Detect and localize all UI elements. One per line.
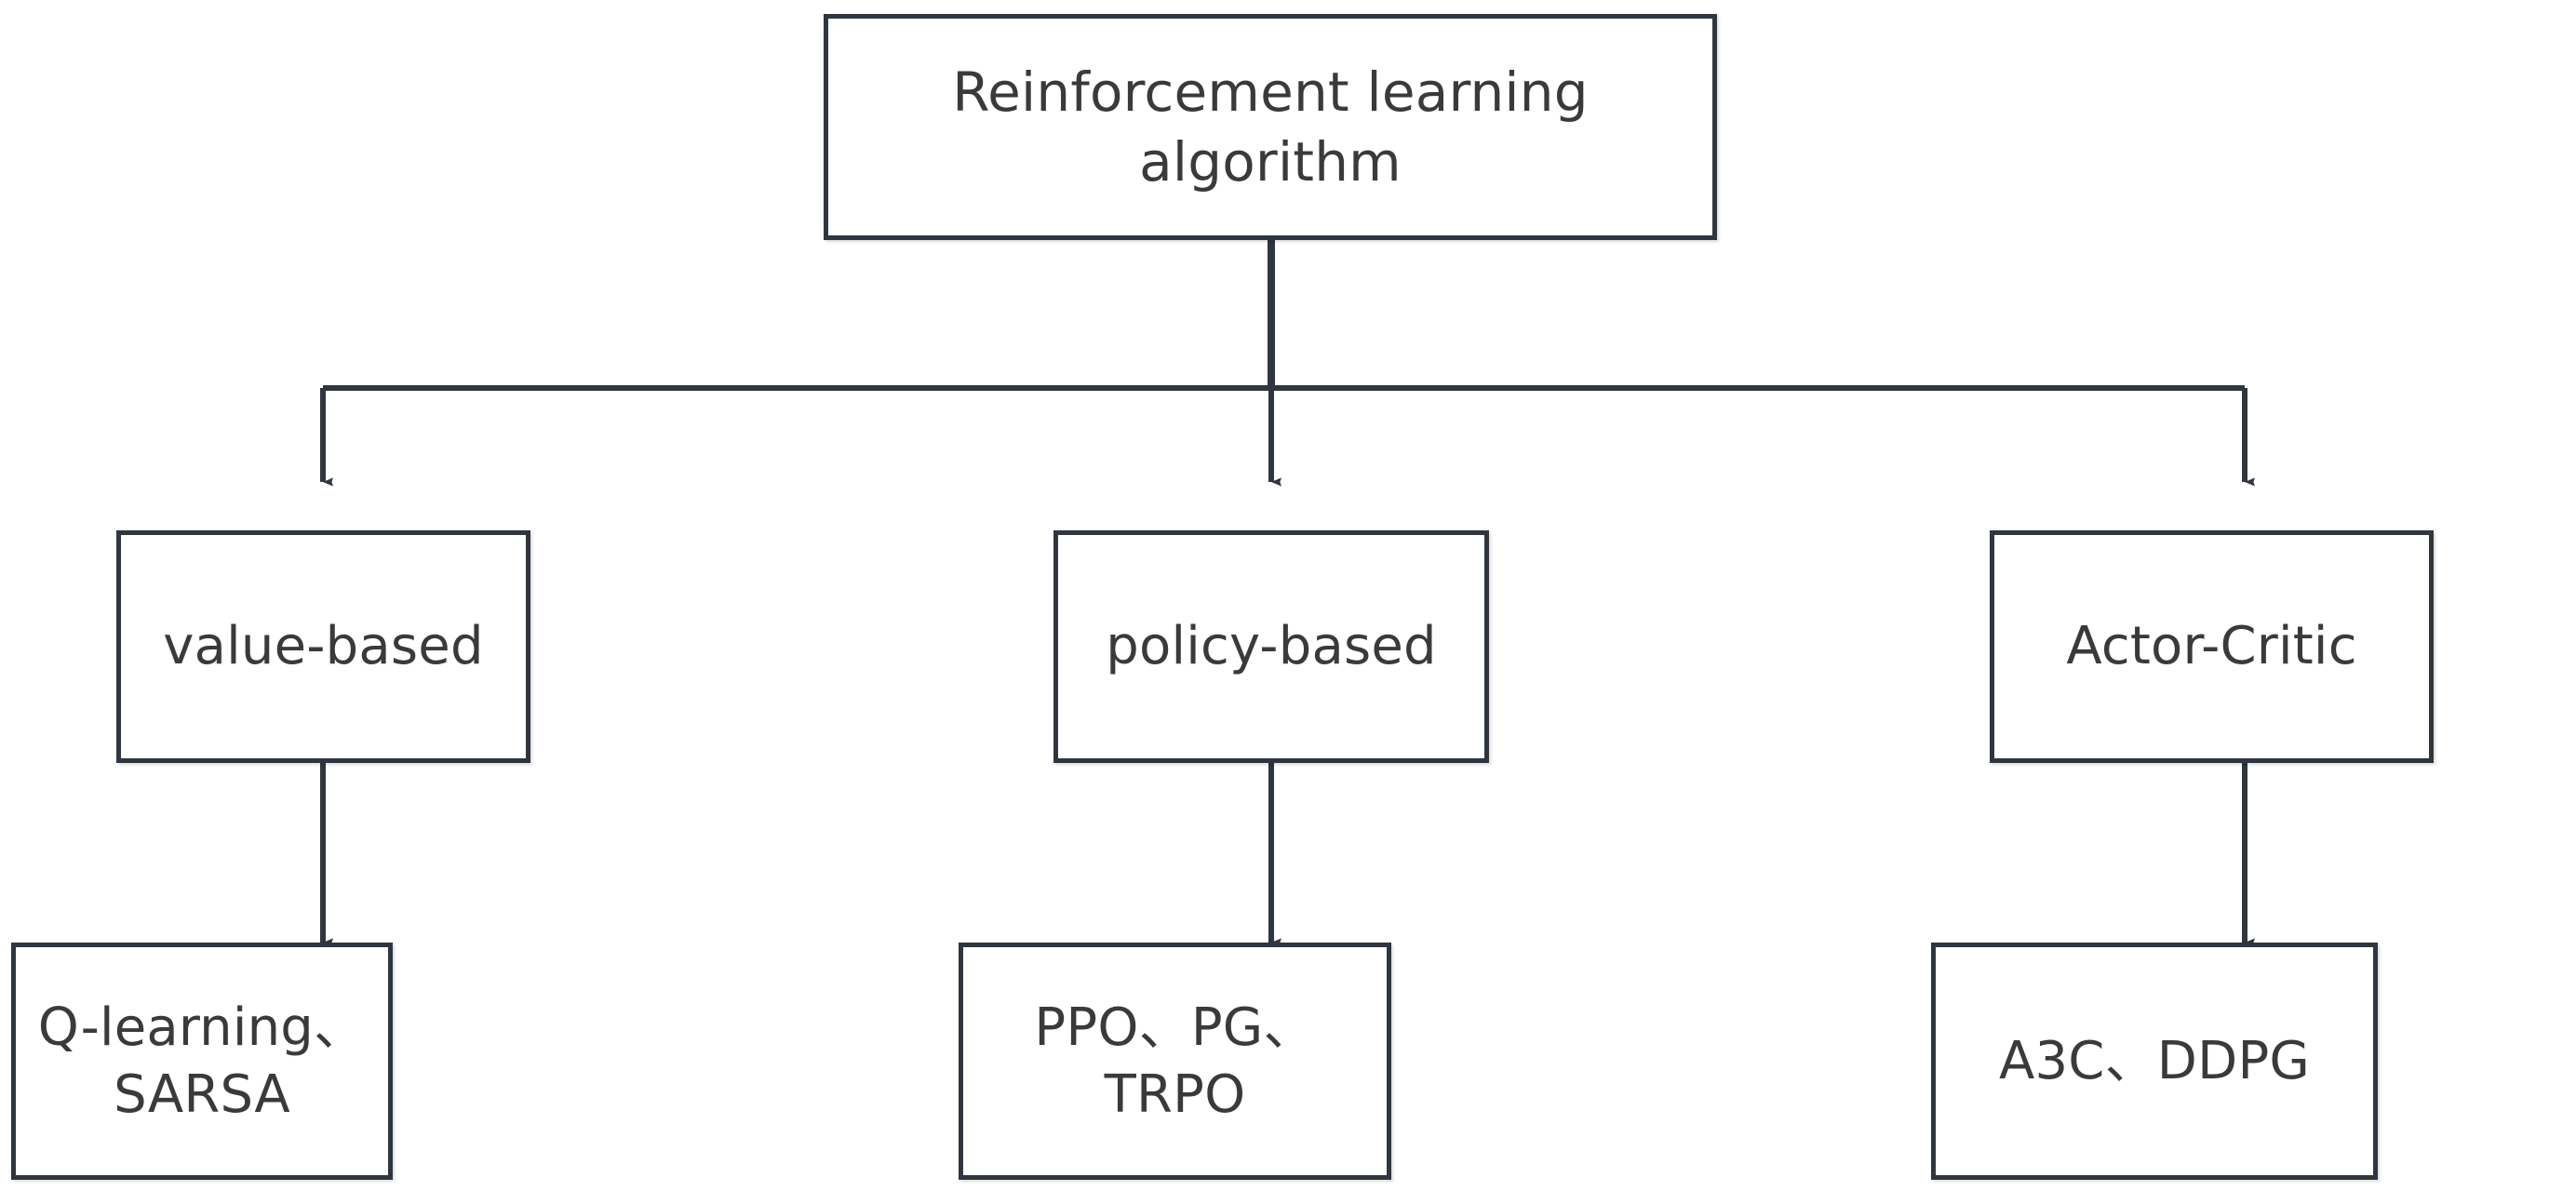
node-label: A3C、DDPG [1998,1030,2311,1091]
node-reinforcement-learning-algorithm[interactable]: Reinforcement learning algorithm [824,14,1717,240]
node-label: value-based [163,616,484,677]
node-label: Actor-Critic [2066,616,2357,677]
node-label: Q-learning、SARSA [37,997,367,1125]
node-label: Reinforcement learning algorithm [952,60,1589,194]
node-policy-based-algorithms[interactable]: PPO、PG、TRPO [959,943,1391,1180]
node-label: policy-based [1106,616,1437,677]
node-actor-critic[interactable]: Actor-Critic [1990,530,2434,763]
node-value-based[interactable]: value-based [116,530,530,763]
node-label: PPO、PG、TRPO [1034,997,1316,1125]
node-actor-critic-algorithms[interactable]: A3C、DDPG [1931,943,2378,1180]
node-value-based-algorithms[interactable]: Q-learning、SARSA [11,943,393,1180]
node-policy-based[interactable]: policy-based [1053,530,1489,763]
